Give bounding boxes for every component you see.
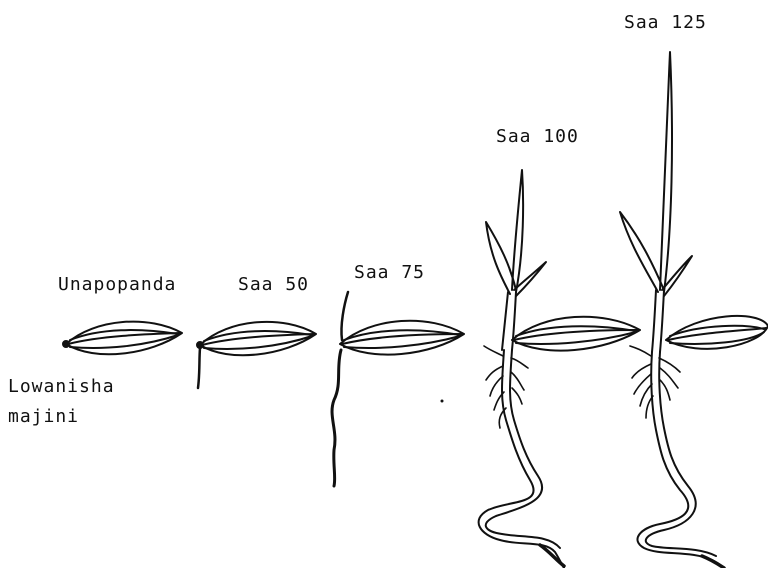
seed-stage-1 bbox=[197, 322, 316, 388]
label-stage-2: Saa 75 bbox=[354, 262, 425, 283]
label-radicle-line1: Lowanisha bbox=[8, 376, 115, 397]
radicle-stage-1 bbox=[198, 348, 200, 388]
seed-stage-0 bbox=[63, 322, 182, 355]
label-stage-1: Saa 50 bbox=[238, 274, 309, 295]
root-stage-2 bbox=[332, 350, 341, 486]
shoot-stage-2 bbox=[341, 292, 348, 340]
seed-stage-2 bbox=[332, 292, 464, 486]
label-radicle-line2: majini bbox=[8, 406, 79, 427]
label-stage-4: Saa 125 bbox=[624, 12, 707, 33]
leaf-stage-3 bbox=[512, 170, 523, 292]
leaf-stage-4 bbox=[660, 52, 672, 292]
label-stage-0: Unapopanda bbox=[58, 274, 176, 295]
dot-mark bbox=[441, 400, 444, 403]
seedling-stage-3 bbox=[479, 170, 640, 568]
seedling-stage-4 bbox=[620, 52, 768, 568]
label-stage-3: Saa 100 bbox=[496, 126, 579, 147]
